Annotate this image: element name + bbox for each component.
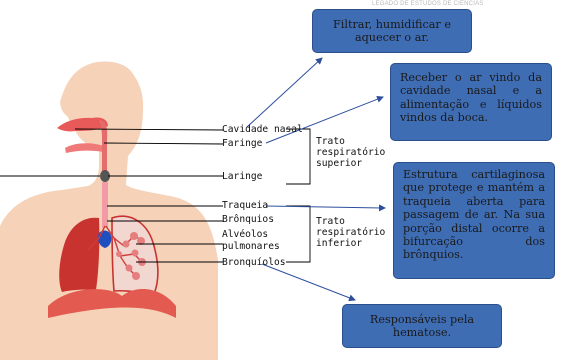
box-filtrar: Filtrar, humidificar e aquecer o ar. — [312, 9, 472, 53]
group-brackets — [286, 129, 310, 262]
group-upper-line2: respiratório — [316, 147, 385, 158]
group-lower-line2: respiratório — [316, 227, 385, 238]
group-lower-line1: Trato — [316, 216, 385, 227]
label-laringe: Laringe — [222, 171, 262, 182]
box-estrutura-text: Estrutura cartilaginosa que protege e ma… — [403, 168, 545, 261]
label-cavidade-nasal: Cavidade nasal — [222, 124, 303, 135]
group-lower-tract: Trato respiratório inferior — [316, 216, 385, 249]
group-upper-tract: Trato respiratório superior — [316, 136, 385, 169]
box-receber-text: Receber o ar vindo da cavidade nasal e a… — [400, 71, 542, 124]
label-faringe: Faringe — [222, 138, 262, 149]
label-bronquios: Brônquios — [222, 214, 274, 225]
box-responsaveis: Responsáveis pela hematose. — [342, 304, 502, 348]
box-responsaveis-text: Responsáveis pela hematose. — [355, 313, 489, 340]
label-alveolos-line1: Alvéolos — [222, 229, 268, 240]
group-lower-line3: inferior — [316, 238, 385, 249]
body-silhouette — [0, 61, 218, 360]
box-estrutura: Estrutura cartilaginosa que protege e ma… — [393, 162, 555, 279]
label-alveolos-line2: pulmonares — [222, 241, 280, 252]
box-filtrar-text: Filtrar, humidificar e aquecer o ar. — [323, 18, 461, 45]
label-bronquiolos: Bronquíolos — [222, 257, 286, 268]
group-upper-line1: Trato — [316, 136, 385, 147]
label-traqueia: Traqueia — [222, 200, 268, 211]
group-upper-line3: superior — [316, 158, 385, 169]
box-receber: Receber o ar vindo da cavidade nasal e a… — [390, 63, 552, 141]
oral-cavity-shape — [65, 143, 104, 153]
